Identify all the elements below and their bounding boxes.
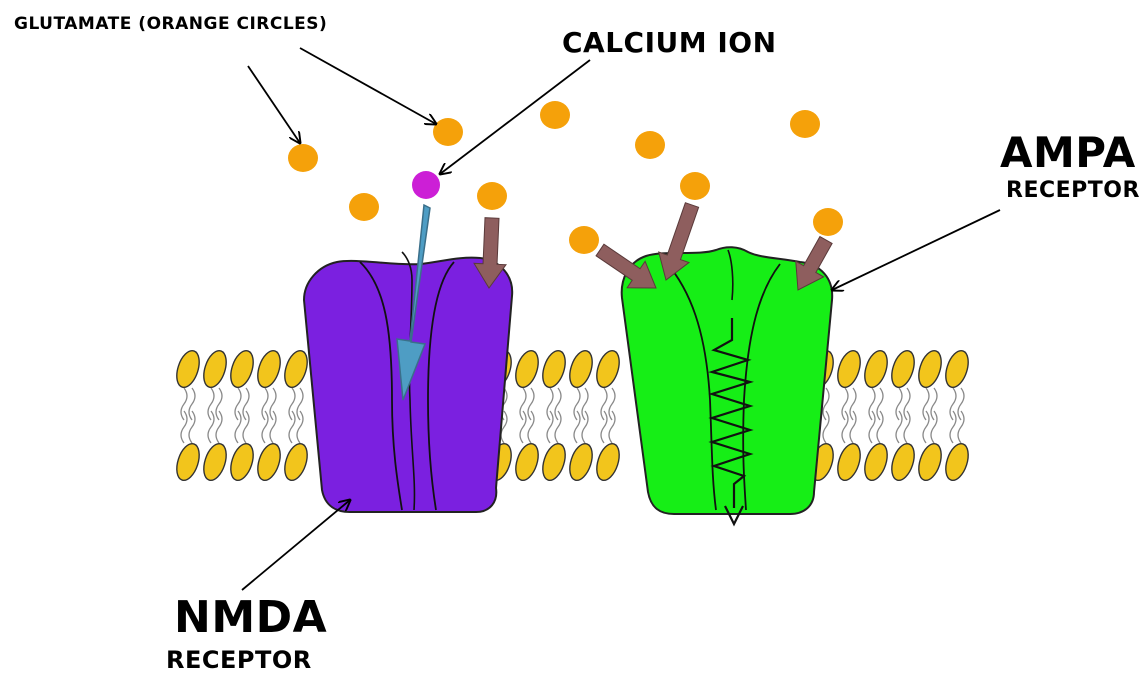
glutamate-molecule: [569, 226, 599, 254]
glutamate-label: GLUTAMATE (ORANGE CIRCLES): [14, 14, 327, 34]
ampa-receptor-sublabel: RECEPTOR: [1006, 178, 1140, 203]
phospholipid-head: [834, 348, 865, 390]
glutamate-molecule: [477, 182, 507, 210]
glutamate-molecule: [540, 101, 570, 129]
phospholipid-head: [227, 441, 258, 483]
phospholipid-head: [173, 441, 204, 483]
phospholipid-head: [512, 441, 543, 483]
glutamate-molecule: [790, 110, 820, 138]
phospholipid-head: [173, 348, 204, 390]
nmda-pointer: [242, 500, 350, 590]
phospholipid-head: [566, 441, 597, 483]
glutamate-molecule: [349, 193, 379, 221]
phospholipid-head: [200, 348, 231, 390]
phospholipid-head: [915, 441, 946, 483]
phospholipid-head: [888, 441, 919, 483]
phospholipid-head: [834, 441, 865, 483]
phospholipid-bilayer: [173, 348, 973, 483]
phospholipid-head: [593, 441, 624, 483]
ampa-pointer: [832, 210, 1000, 290]
phospholipid-head: [942, 441, 973, 483]
glutamate-molecules: [288, 101, 843, 254]
phospholipid-head: [227, 348, 258, 390]
ampa-title-label: AMPA: [1000, 128, 1136, 177]
nmda-receptor-sublabel: RECEPTOR: [166, 646, 312, 674]
phospholipid-head: [915, 348, 946, 390]
phospholipid-head: [200, 441, 231, 483]
phospholipid-head: [254, 441, 285, 483]
glutamate-molecule: [680, 172, 710, 200]
phospholipid-head: [254, 348, 285, 390]
phospholipid-head: [888, 348, 919, 390]
phospholipid-head: [539, 441, 570, 483]
nmda-title-label: NMDA: [174, 592, 327, 643]
phospholipid-head: [281, 348, 312, 390]
glutamate-molecule: [288, 144, 318, 172]
calcium-ion: [412, 171, 440, 199]
glutamate-pointer-1: [248, 66, 300, 143]
phospholipid-head: [593, 348, 624, 390]
phospholipid-head: [861, 441, 892, 483]
phospholipid-head: [539, 348, 570, 390]
glutamate-pointer-2: [300, 48, 436, 124]
glutamate-molecule: [635, 131, 665, 159]
phospholipid-head: [861, 348, 892, 390]
phospholipid-head: [942, 348, 973, 390]
glutamate-molecule: [813, 208, 843, 236]
glutamate-molecule: [433, 118, 463, 146]
phospholipid-head: [281, 441, 312, 483]
phospholipid-tails: [181, 388, 964, 443]
phospholipid-head: [512, 348, 543, 390]
calcium-ion-label: CALCIUM ION: [562, 26, 777, 59]
phospholipid-head: [566, 348, 597, 390]
